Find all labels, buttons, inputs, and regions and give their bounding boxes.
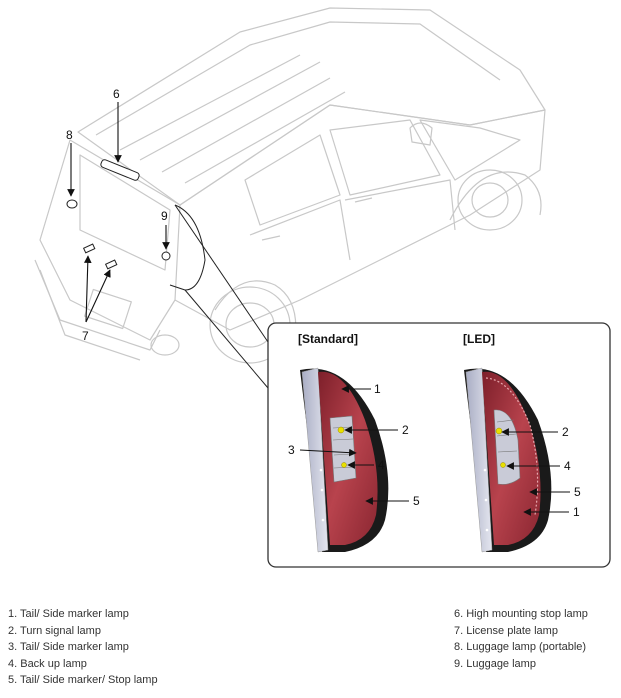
standard-callout-2: 2 xyxy=(402,423,409,437)
legend-item: 4. Back up lamp xyxy=(8,657,87,670)
luggage-lamp-portable-marker xyxy=(66,199,78,209)
tail-lamp-location-diagram: 6 8 9 7 [Standard] [LED] 1 2 3 4 5 xyxy=(34,7,611,568)
legend-left-column: 1. Tail/ Side marker lamp 2. Turn signal… xyxy=(8,606,158,689)
legend-item: 8. Luggage lamp (portable) xyxy=(454,641,587,653)
standard-callout-1: 1 xyxy=(374,382,381,396)
led-tail-lamp xyxy=(464,367,552,553)
legend-item: 9. Luggage lamp xyxy=(454,657,536,670)
variant-label-led: [LED] xyxy=(463,332,495,346)
legend-item: 7. License plate lamp xyxy=(454,624,558,637)
luggage-lamp-marker xyxy=(161,251,171,261)
legend-item: 2. Turn signal lamp xyxy=(8,624,101,637)
standard-callout-5: 5 xyxy=(413,494,420,508)
legend-item: 6. High mounting stop lamp xyxy=(454,608,588,620)
license-plate-lamp-right-marker xyxy=(104,259,118,270)
legend-item: 1. Tail/ Side marker lamp xyxy=(8,608,129,620)
variant-label-standard: [Standard] xyxy=(298,332,358,346)
led-callout-4: 4 xyxy=(564,459,571,473)
callout-6: 6 xyxy=(113,87,120,101)
led-callout-5: 5 xyxy=(574,485,581,499)
legend-right-column: 6. High mounting stop lamp 7. License pl… xyxy=(454,606,588,672)
callout-7: 7 xyxy=(82,329,89,343)
led-callout-2: 2 xyxy=(562,425,569,439)
legend-item: 3. Tail/ Side marker lamp xyxy=(8,641,129,653)
car-outline xyxy=(34,7,546,364)
callout-9: 9 xyxy=(161,209,168,223)
high-mount-stop-lamp-marker xyxy=(100,159,140,181)
standard-callout-4: 4 xyxy=(378,458,385,472)
legend-item: 5. Tail/ Side marker/ Stop lamp xyxy=(8,674,158,686)
callout-8: 8 xyxy=(66,128,73,142)
led-callout-1: 1 xyxy=(573,505,580,519)
standard-callout-3: 3 xyxy=(288,443,295,457)
license-plate-lamp-left-marker xyxy=(82,243,96,254)
